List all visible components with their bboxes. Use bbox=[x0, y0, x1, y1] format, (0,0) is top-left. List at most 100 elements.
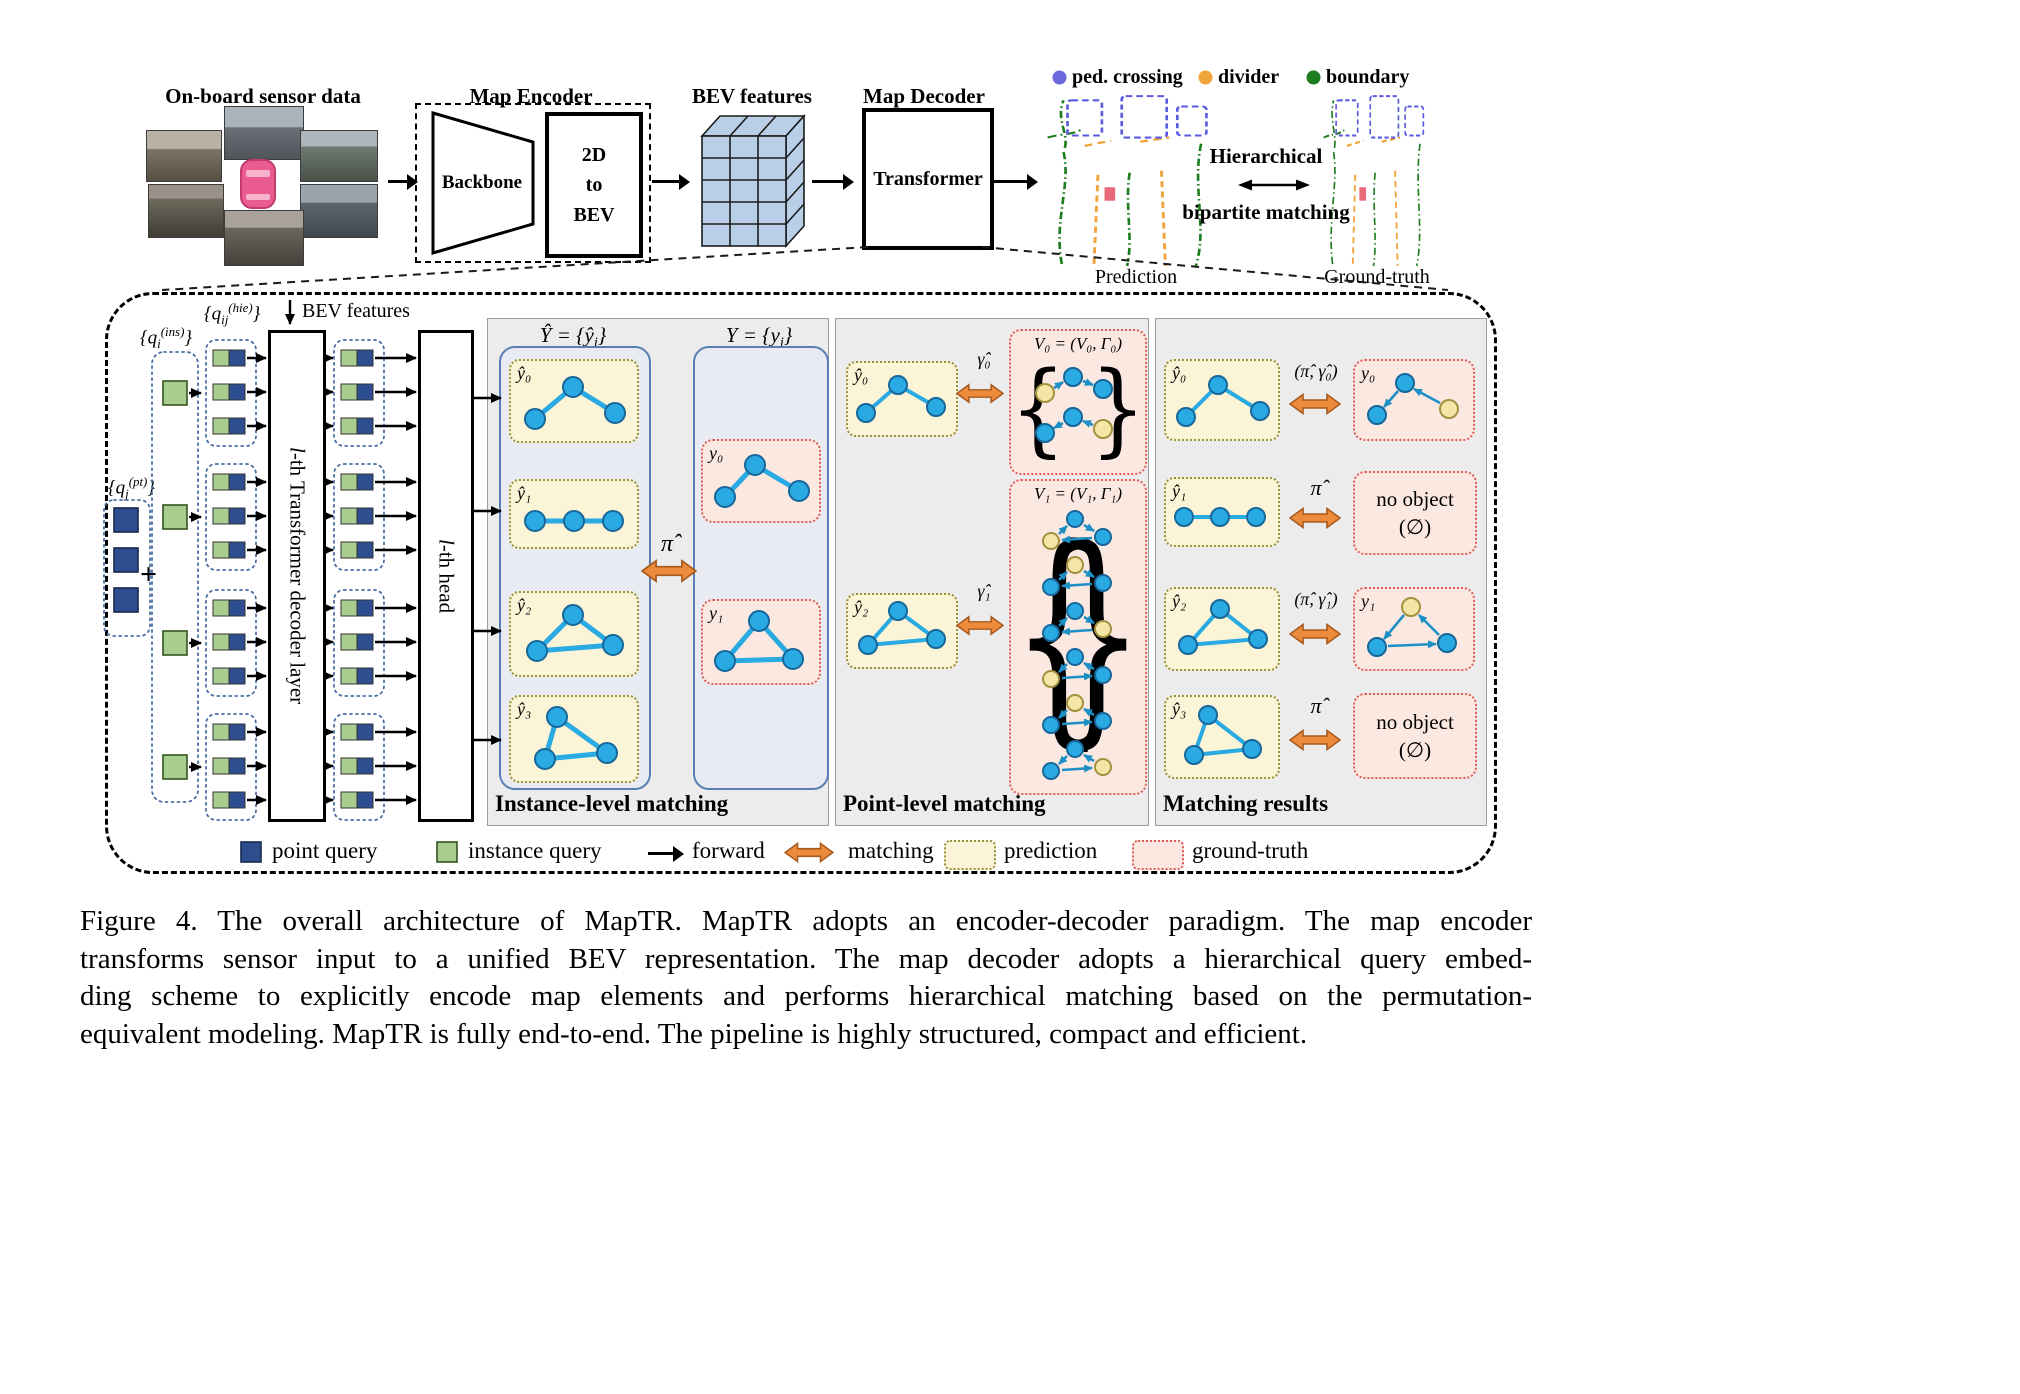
camera-image-back-left bbox=[148, 184, 224, 238]
forward-arrow bbox=[388, 173, 418, 190]
result-pred-yhat1: ŷ₁ bbox=[1164, 477, 1280, 547]
prediction-swatch bbox=[944, 840, 996, 870]
zoom-connector-lines bbox=[161, 246, 1449, 291]
result-map-label-1: π̂ bbox=[1310, 475, 1322, 500]
prediction-box-yhat1: ŷ₁ bbox=[509, 479, 639, 549]
prediction-box-yhat3: ŷ₃ bbox=[509, 695, 639, 783]
result-pred-yhat0: ŷ₀ bbox=[1164, 359, 1280, 441]
caption-line: transforms sensor input to a unified BEV… bbox=[80, 942, 1532, 975]
legend-matching: matching bbox=[848, 838, 934, 863]
result-no-object-1: no object (∅) bbox=[1353, 471, 1477, 555]
polyline-graph bbox=[1176, 375, 1270, 427]
matching-results-panel: ŷ₀ (π̂, γ̂₀) y₀ ŷ₁ π̂ bbox=[1155, 318, 1487, 826]
hierarchical-query-label: {qij(hie)} bbox=[204, 300, 261, 328]
map-encoder-box bbox=[415, 103, 651, 263]
legend-ped-crossing: ped. crossing bbox=[1072, 66, 1183, 88]
matching-arrow bbox=[1289, 729, 1341, 751]
bipartite-matching-label: bipartite matching bbox=[1182, 200, 1350, 224]
bev-feature-cubes bbox=[700, 113, 806, 249]
gt-box-y0: y₀ bbox=[701, 439, 821, 523]
point-query-group bbox=[103, 499, 151, 637]
pi-hat-label: π̂ bbox=[660, 531, 674, 557]
polygon-graph bbox=[1184, 705, 1262, 765]
matching-arrow bbox=[1289, 393, 1341, 415]
matching-arrow bbox=[1289, 623, 1341, 645]
gamma0-label: γ̂₀ bbox=[977, 349, 991, 369]
forward-arrow bbox=[652, 173, 690, 190]
results-panel-title: Matching results bbox=[1163, 791, 1329, 816]
polyline-graph bbox=[856, 375, 946, 423]
hierarchical-label: Hierarchical bbox=[1209, 144, 1323, 168]
hierarchical-query-units-in bbox=[212, 349, 246, 809]
result-map-label-0: (π̂, γ̂₀) bbox=[1294, 361, 1338, 381]
instance-query-swatch bbox=[436, 841, 458, 863]
polygon-graph bbox=[858, 601, 946, 655]
head-label: l-th head bbox=[434, 538, 459, 614]
legend-ground-truth: ground-truth bbox=[1192, 838, 1309, 863]
result-map-label-3: π̂ bbox=[1310, 693, 1322, 718]
instance-level-matching-panel: Ŷ = {ŷi} Y = {yi} ŷ₀ ŷ₁ ŷ₂ ŷ₃ bbox=[487, 318, 829, 826]
instance-panel-title: Instance-level matching bbox=[495, 791, 729, 816]
legend-prediction: prediction bbox=[1004, 838, 1098, 863]
boundary-dot bbox=[1306, 70, 1321, 85]
polyline-graph bbox=[524, 510, 624, 532]
prediction-box-yhat0: ŷ₀ bbox=[509, 359, 639, 443]
point-panel-title: Point-level matching bbox=[843, 791, 1046, 816]
lth-head-box: l-th head bbox=[418, 330, 474, 822]
map-decoder-label: Map Decoder bbox=[863, 84, 985, 108]
v1-label: V₁ = (V₁, Γ₁) bbox=[1034, 484, 1122, 503]
instance-query-label: {qi(ins)} bbox=[140, 324, 192, 352]
head-to-prediction-arrows bbox=[470, 393, 502, 745]
v0-label: V₀ = (V₀, Γ₀) bbox=[1034, 334, 1122, 353]
caption-line: ding scheme to explicitly encode map ele… bbox=[80, 980, 1532, 1012]
instance-to-hie-arrows bbox=[189, 388, 202, 772]
matching-arrow bbox=[641, 559, 697, 583]
prediction-caption: Prediction bbox=[1094, 266, 1178, 288]
brace-open: { bbox=[1010, 349, 1066, 468]
ped-crossing-dot bbox=[1052, 70, 1067, 85]
gt-set-label: Y = {yi} bbox=[725, 323, 793, 352]
v0-permutations bbox=[1035, 367, 1113, 443]
result-gt-y1: y₁ bbox=[1353, 587, 1475, 671]
bev-features-detail-label: BEV features bbox=[302, 300, 410, 322]
polygon-graph bbox=[534, 706, 618, 770]
permutation-set-v1-box: V₁ = (V₁, Γ₁) { } bbox=[1009, 479, 1147, 795]
hie-to-decoder-arrows bbox=[247, 353, 267, 805]
to-bev-line1: 2D bbox=[581, 144, 607, 166]
transformer-box: Transformer bbox=[862, 108, 994, 250]
figure-caption: Figure 4. The overall architecture of Ma… bbox=[80, 903, 1532, 1053]
polygon-graph bbox=[526, 604, 624, 662]
permutation-set-v0-box: V₀ = (V₀, Γ₀) { } bbox=[1009, 329, 1147, 475]
v1-permutations bbox=[1042, 510, 1112, 780]
caption-line: equivalent modeling. MapTR is fully end-… bbox=[80, 1017, 1308, 1050]
bev-features-label: BEV features bbox=[692, 84, 812, 108]
point-level-matching-panel: ŷ₀ γ̂₀ V₀ = (V₀, Γ₀) { } ŷ₂ bbox=[835, 318, 1149, 826]
point-query-squares bbox=[113, 507, 139, 613]
ego-car-icon bbox=[240, 159, 276, 209]
forward-arrow bbox=[992, 173, 1038, 190]
prediction-box-yhat0-point: ŷ₀ bbox=[846, 361, 958, 437]
instance-query-group bbox=[151, 351, 199, 803]
directed-graph bbox=[1367, 597, 1457, 657]
result-pred-yhat3: ŷ₃ bbox=[1164, 695, 1280, 779]
matching-arrow bbox=[956, 383, 1004, 404]
legend-divider: divider bbox=[1218, 66, 1280, 88]
result-pred-yhat2: ŷ₂ bbox=[1164, 587, 1280, 671]
gt-set-container bbox=[693, 346, 829, 790]
ground-truth-swatch bbox=[1132, 840, 1184, 870]
to-bev-line3: BEV bbox=[573, 204, 615, 226]
to-bev-box: 2D to BEV bbox=[545, 112, 643, 258]
transformer-decoder-layer-box: l-th Transformer decoder layer bbox=[268, 330, 326, 822]
brace-close: } bbox=[1090, 349, 1146, 468]
forward-arrow-swatch bbox=[648, 845, 684, 862]
bipartite-matching-arrow bbox=[1238, 179, 1310, 191]
to-bev-line2: to bbox=[585, 174, 603, 196]
camera-image-front-right bbox=[300, 130, 378, 182]
gamma1-label: γ̂₁ bbox=[977, 581, 991, 601]
polyline-graph bbox=[714, 454, 810, 508]
polygon-graph bbox=[1178, 599, 1268, 655]
decoder-layer-label: l-th Transformer decoder layer bbox=[285, 447, 310, 705]
camera-image-front bbox=[224, 106, 304, 160]
polygon-graph bbox=[714, 610, 804, 672]
gt-box-y1: y₁ bbox=[701, 599, 821, 685]
